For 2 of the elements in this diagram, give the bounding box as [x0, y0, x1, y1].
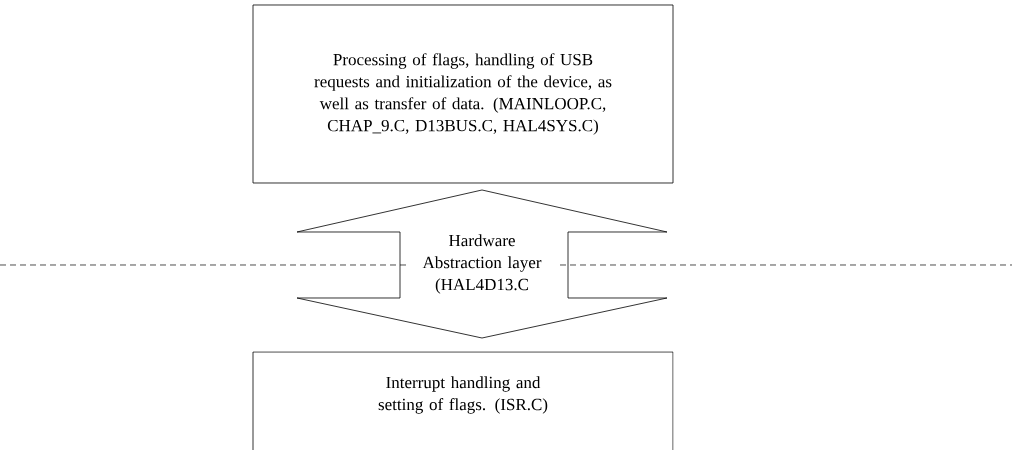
- process-box: Interrupt handling and setting of flags. (ISR.C): [252, 351, 674, 450]
- process-box: Processing of flags, handling of USB requests and initialization of the device, as well as transfer of data. (MAINLOOP.C, CHAP_9.C, D13BUS.C, HAL4SYS.C): [252, 4, 674, 184]
